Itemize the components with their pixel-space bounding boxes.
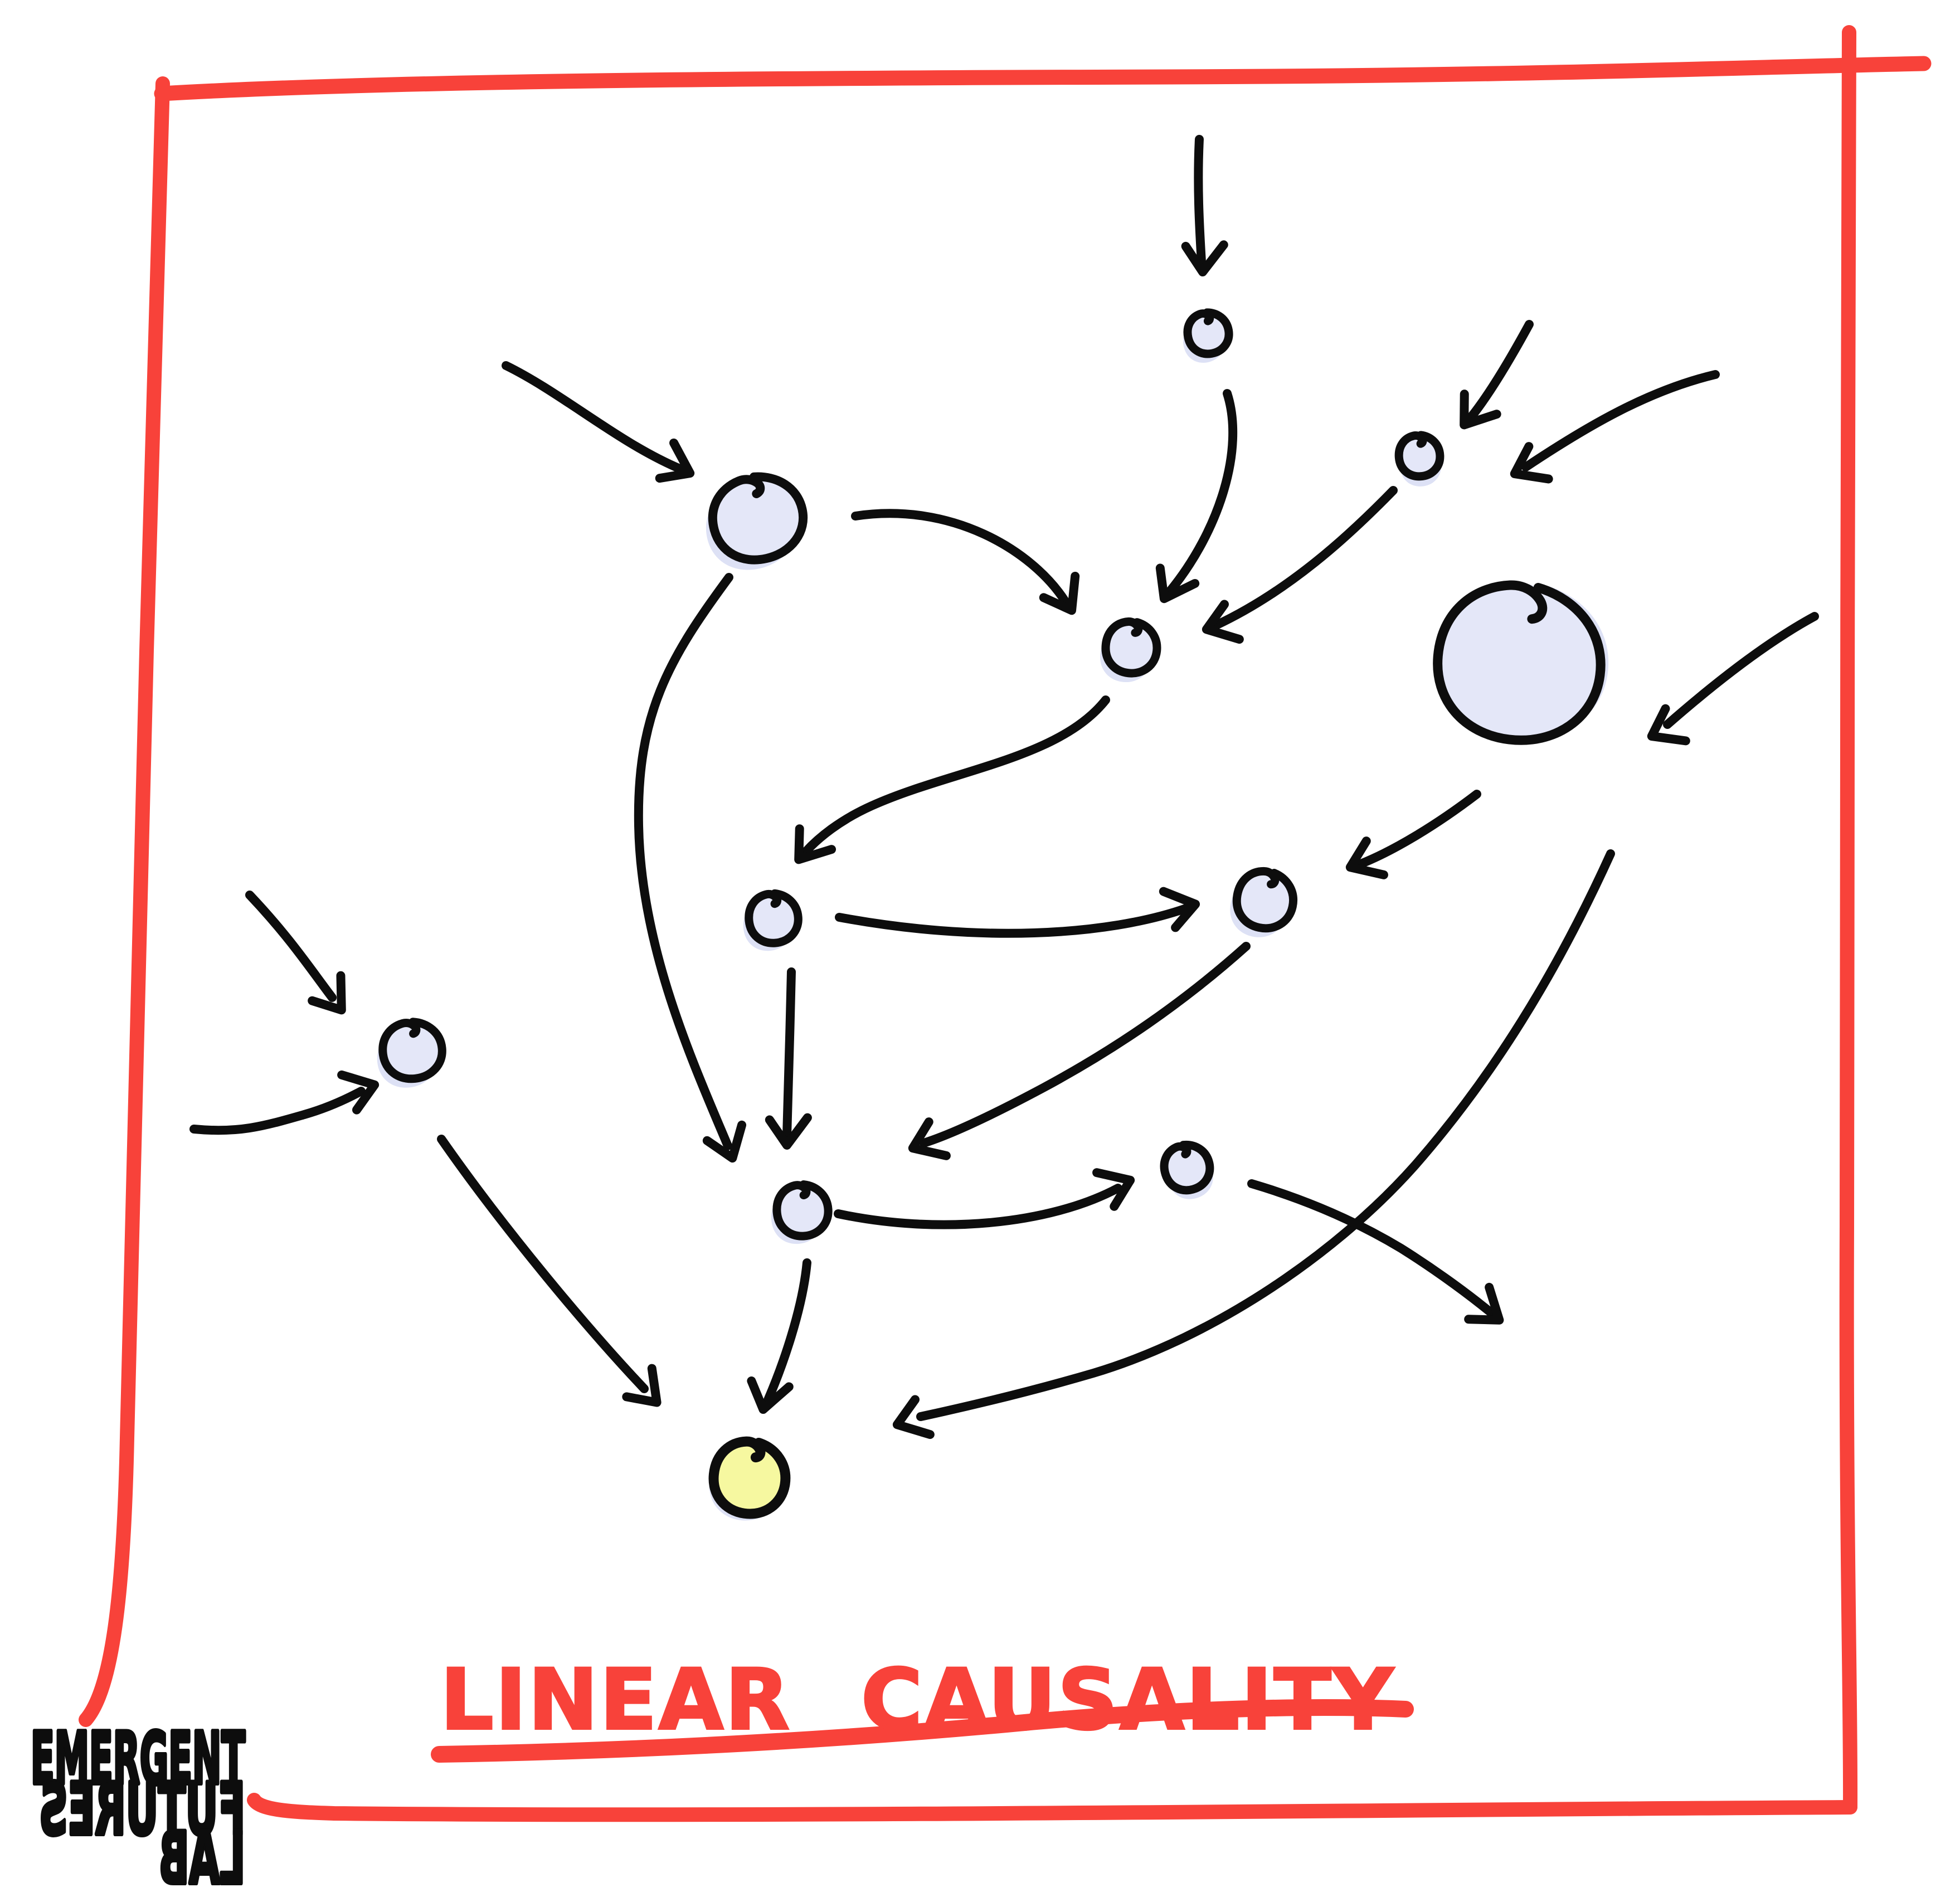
node-n1	[1183, 309, 1232, 363]
arrowhead-icon	[622, 1364, 662, 1407]
arrow-shaft	[801, 695, 1110, 856]
node-n9	[771, 1182, 830, 1244]
arrowhead-icon	[308, 971, 346, 1015]
arrow-shaft	[763, 1258, 811, 1404]
arrowhead-icon	[747, 1376, 794, 1414]
arrowhead-icon	[1647, 704, 1690, 746]
arrow-shaft	[920, 942, 1251, 1147]
arrow-n7-to-n9	[908, 942, 1251, 1160]
arrow-shaft	[1212, 486, 1398, 630]
arrow-into-n8-top	[245, 891, 346, 1015]
logo-line-lab-mirrored: LAB	[159, 1817, 245, 1900]
arrow-shaft	[782, 967, 796, 1140]
arrowhead-icon	[908, 1117, 951, 1160]
node-n8	[377, 1018, 445, 1088]
node-circle	[1397, 434, 1442, 478]
arrow-into-n8-left	[189, 1070, 380, 1135]
arrowhead-icon	[794, 824, 836, 864]
node-circle	[1159, 1139, 1215, 1196]
arrow-into-n2-upper	[1460, 320, 1534, 430]
arrow-shaft	[1521, 370, 1720, 471]
logo-line-emergent: EMERGENT	[31, 1718, 245, 1801]
arrow-shaft	[851, 509, 1070, 606]
arrowhead-icon	[337, 1070, 380, 1115]
arrow-shaft	[634, 573, 733, 1150]
arrow-shaft	[245, 891, 337, 1002]
arrowhead-icon	[1181, 240, 1228, 277]
node-n7	[1230, 867, 1297, 937]
node-n3	[697, 467, 813, 570]
node-circle	[774, 1182, 830, 1238]
arrowhead-icon	[765, 1113, 812, 1150]
arrow-n3-to-n9	[634, 573, 747, 1163]
border-right	[1839, 25, 1858, 1814]
arrow-n5-to-final	[892, 849, 1615, 1439]
node-circle	[1184, 309, 1232, 357]
arrowhead-icon	[1464, 1282, 1504, 1325]
arrowhead-icon	[892, 1395, 935, 1439]
diagram-title: LINEAR CAUSALITY	[440, 1652, 1404, 1749]
node-circle	[710, 1438, 789, 1517]
border-top	[154, 56, 1932, 101]
arrow-shaft	[916, 849, 1615, 1421]
logo-line-futures-mirrored: FUTURES	[39, 1768, 245, 1851]
arrow-n3-to-n4	[851, 509, 1080, 615]
arrow-into-n2-right	[1510, 370, 1720, 484]
arrowhead-icon	[1092, 1168, 1135, 1211]
node-circle	[1431, 579, 1607, 747]
arrow-shaft	[189, 1087, 366, 1135]
node-circle	[1232, 867, 1297, 932]
arrow-n9-to-final	[747, 1258, 811, 1414]
node-circle	[746, 891, 800, 945]
red-frame	[79, 25, 1932, 1822]
node-circle	[1104, 620, 1159, 675]
arrowhead-icon	[1202, 600, 1244, 644]
node-n4	[1100, 620, 1159, 682]
arrow-n2-to-n4	[1202, 486, 1398, 644]
border-bottom	[247, 1793, 1857, 1822]
node-n5	[1431, 577, 1615, 747]
node-n2	[1397, 434, 1443, 487]
arrow-n8-to-final	[437, 1135, 662, 1407]
arrowhead-icon	[702, 1120, 747, 1163]
arrow-shaft	[835, 904, 1190, 938]
arrow-into-n1-top	[1181, 135, 1228, 277]
title-underline	[431, 1699, 1414, 1763]
causality-nodes	[377, 309, 1615, 1524]
node-circle	[379, 1018, 445, 1082]
arrowhead-icon	[1159, 887, 1200, 932]
arrowhead-icon	[1039, 571, 1080, 615]
arrow-n4-to-n6	[794, 695, 1110, 864]
arrow-n5-to-n7	[1345, 790, 1481, 879]
logo-emergent-futures-lab: EMERGENT FUTURES LAB	[28, 1715, 247, 1902]
arrow-shaft	[1467, 320, 1534, 421]
arrow-shaft	[1194, 135, 1206, 266]
arrow-shaft	[437, 1135, 649, 1393]
arrow-n6-to-n9	[765, 967, 812, 1150]
arrowhead-icon	[655, 438, 695, 483]
arrow-n6-to-n7	[835, 887, 1200, 938]
arrow-into-n3-left	[502, 361, 695, 483]
arrow-shaft	[1166, 389, 1238, 595]
node-n6	[743, 891, 800, 951]
arrow-shaft	[1356, 790, 1481, 868]
arrow-n10-outward	[1247, 1179, 1504, 1325]
arrow-shaft	[1663, 612, 1819, 729]
node-circle	[704, 467, 813, 570]
node-n11	[706, 1438, 789, 1524]
arrow-n9-to-n10	[834, 1168, 1135, 1229]
arrow-n1-to-n4	[1155, 389, 1238, 604]
causality-arrows	[189, 135, 1819, 1439]
arrow-shaft	[502, 361, 685, 474]
arrowhead-icon	[1155, 563, 1200, 604]
arrow-into-n5-right	[1647, 612, 1819, 746]
border-left	[79, 76, 170, 1727]
arrow-shaft	[834, 1184, 1122, 1229]
arrowhead-icon	[1510, 442, 1553, 484]
arrow-shaft	[1247, 1179, 1496, 1317]
node-n10	[1159, 1139, 1219, 1199]
arrowhead-icon	[1345, 836, 1388, 879]
arrowhead-icon	[1460, 390, 1501, 430]
